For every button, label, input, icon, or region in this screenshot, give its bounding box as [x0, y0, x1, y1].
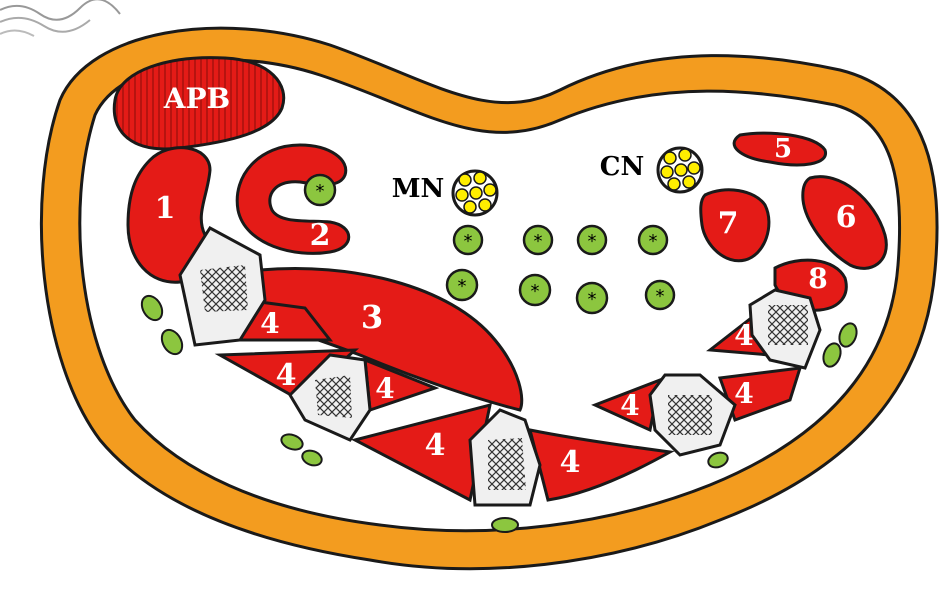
- tendon: *: [646, 281, 674, 309]
- label-4-g: 4: [734, 377, 753, 410]
- label-4-e: 4: [560, 445, 581, 480]
- tendon: *: [578, 226, 606, 254]
- svg-text:*: *: [534, 231, 543, 252]
- label-4-c: 4: [375, 372, 394, 405]
- tendon: *: [520, 275, 550, 305]
- tendon: *: [639, 226, 667, 254]
- svg-text:*: *: [588, 289, 597, 310]
- label-8: 8: [808, 262, 827, 295]
- label-4-a: 4: [260, 307, 279, 340]
- label-2: 2: [310, 218, 331, 253]
- svg-text:*: *: [588, 231, 597, 252]
- label-4-d: 4: [425, 428, 446, 463]
- label-apb: APB: [163, 82, 230, 115]
- tendon: *: [447, 270, 477, 300]
- corner-scribble: [0, 0, 120, 36]
- median-nerve: [453, 171, 497, 215]
- label-3: 3: [361, 298, 383, 336]
- tendon: *: [454, 226, 482, 254]
- cutaneous-nerve: [658, 148, 702, 192]
- label-1: 1: [155, 191, 176, 226]
- svg-text:*: *: [316, 181, 325, 202]
- svg-text:*: *: [656, 286, 665, 307]
- tendon: *: [524, 226, 552, 254]
- svg-text:*: *: [464, 231, 473, 252]
- label-cn: CN: [600, 152, 644, 182]
- label-4-f: 4: [620, 389, 639, 422]
- tendon: *: [577, 283, 607, 313]
- tendon: *: [305, 175, 335, 205]
- label-6: 6: [836, 200, 857, 235]
- label-7: 7: [718, 206, 739, 241]
- svg-text:*: *: [531, 281, 540, 302]
- label-5: 5: [774, 134, 792, 164]
- label-mn: MN: [392, 174, 445, 204]
- label-4-b: 4: [276, 358, 297, 393]
- svg-text:*: *: [458, 276, 467, 297]
- svg-text:*: *: [649, 231, 658, 252]
